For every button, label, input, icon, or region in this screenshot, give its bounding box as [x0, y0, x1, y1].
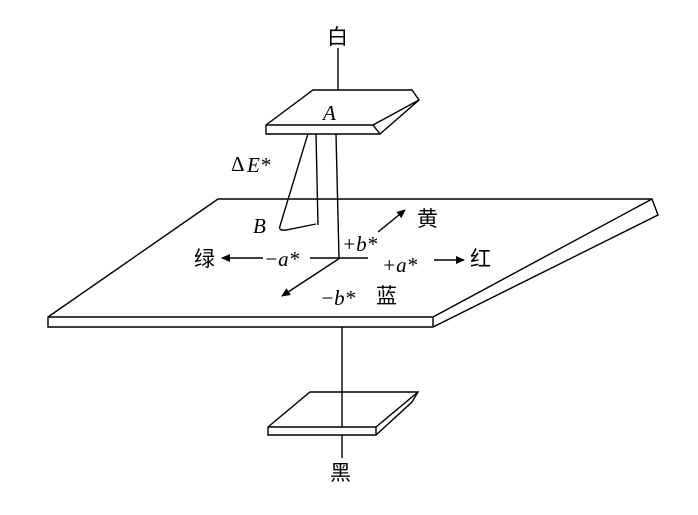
yellow-label: 黄	[417, 207, 438, 231]
black-plate	[267, 391, 420, 436]
minus-b-arrow	[281, 257, 341, 297]
delta-symbol: Δ	[231, 152, 245, 176]
yellow-arrow	[377, 209, 406, 233]
green-label: 绿	[194, 247, 215, 271]
minus-b-label: −b*	[320, 286, 356, 310]
plus-b-label: +b*	[342, 232, 378, 256]
point-a-label: A	[321, 101, 336, 125]
ab-plane	[47, 198, 659, 328]
delta-e-wedge	[278, 116, 317, 231]
blue-label: 蓝	[376, 284, 397, 308]
plus-a-label: +a*	[382, 253, 418, 277]
red-label: 红	[470, 247, 491, 271]
l-column	[315, 133, 340, 259]
white-plate	[265, 89, 420, 135]
white-label: 白	[327, 25, 348, 49]
point-b-label: B	[253, 214, 266, 238]
delta-e-label: E*	[246, 153, 271, 177]
black-label: 黑	[330, 461, 351, 485]
minus-a-label: −a*	[264, 247, 300, 271]
